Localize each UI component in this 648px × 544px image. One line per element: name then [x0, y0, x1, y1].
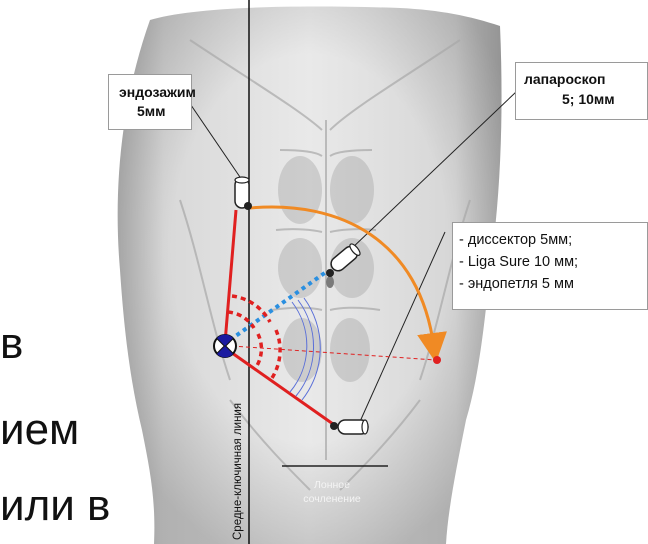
crossed-circle-icon	[214, 335, 236, 358]
label-laparoscope-line1: лапароскоп	[524, 69, 647, 89]
navel	[326, 276, 334, 288]
label-endoclamp-line1: эндозажим	[119, 83, 191, 102]
label-instruments: - диссектор 5мм; - Liga Sure 10 мм; - эн…	[452, 222, 648, 310]
label-laparoscope: лапароскоп 5; 10мм	[515, 62, 648, 120]
label-pubic-line2: сочленение	[292, 492, 372, 506]
label-endoclamp: эндозажим 5мм	[108, 74, 192, 130]
label-laparoscope-line2: 5; 10мм	[524, 89, 647, 109]
label-instruments-line1: - диссектор 5мм;	[459, 229, 647, 251]
target-point	[433, 356, 441, 364]
label-endoclamp-line2: 5мм	[119, 102, 191, 121]
label-midclavicular: Средне-ключичная линия	[232, 403, 244, 540]
label-pubic: Лонное сочленение	[292, 478, 372, 506]
label-instruments-line3: - эндопетля 5 мм	[459, 273, 647, 295]
label-pubic-line1: Лонное	[292, 478, 372, 492]
label-instruments-line2: - Liga Sure 10 мм;	[459, 251, 647, 273]
